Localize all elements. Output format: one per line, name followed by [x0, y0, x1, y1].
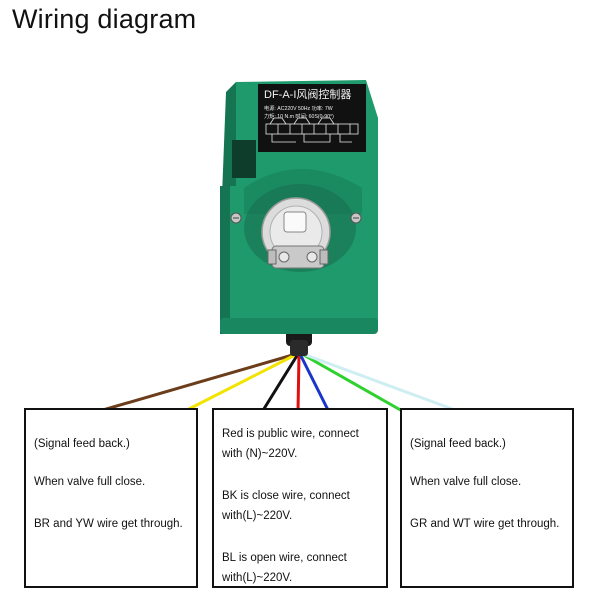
center-box-line-1: Red is public wire, connect [222, 428, 359, 440]
diagram-title: Wiring diagram [12, 4, 197, 34]
wire-red [296, 352, 301, 414]
nameplate-line-1: 电源: AC220V 50Hz 功率: 7W [264, 104, 333, 112]
center-box-line-5: BL is open wire, connect [222, 552, 347, 564]
nameplate-title: DF-A-I风阀控制器 [264, 87, 351, 101]
right-box-line-1: (Signal feed back.) [410, 438, 506, 450]
housing-screws [230, 212, 362, 224]
right-box-line-2: When valve full close. [410, 476, 522, 488]
center-box-line-3: BK is close wire, connect [222, 490, 350, 502]
center-box-line-4: with(L)~220V. [222, 510, 293, 522]
nameplate-line-2: 力矩: 10 N.m 时间: 60S(0-90°) [264, 112, 334, 120]
shaft-coupling [261, 197, 331, 269]
left-box-line-1: (Signal feed back.) [34, 438, 130, 450]
wire-black [260, 352, 300, 414]
right-info-box: (Signal feed back.) When valve full clos… [400, 408, 574, 588]
wire-brown [94, 352, 298, 414]
left-box-line-2: When valve full close. [34, 476, 146, 488]
center-box-line-2: with (N)~220V. [222, 448, 298, 460]
left-box-line-3: BR and YW wire get through. [34, 518, 183, 530]
nameplate: DF-A-I风阀控制器 电源: AC220V 50Hz 功率: 7W 力矩: 1… [258, 84, 366, 152]
wires [94, 352, 457, 414]
wire-yellow [181, 352, 299, 414]
wire-white [301, 352, 457, 412]
nameplate-terminal-diagram [265, 117, 359, 143]
center-info-box: Red is public wire, connect with (N)~220… [212, 408, 388, 588]
right-box-line-3: GR and WT wire get through. [410, 518, 560, 530]
wire-blue [298, 352, 331, 414]
left-info-box: (Signal feed back.) When valve full clos… [24, 408, 198, 588]
center-box-line-6: with(L)~220V. [222, 572, 293, 584]
wire-green [300, 352, 406, 414]
